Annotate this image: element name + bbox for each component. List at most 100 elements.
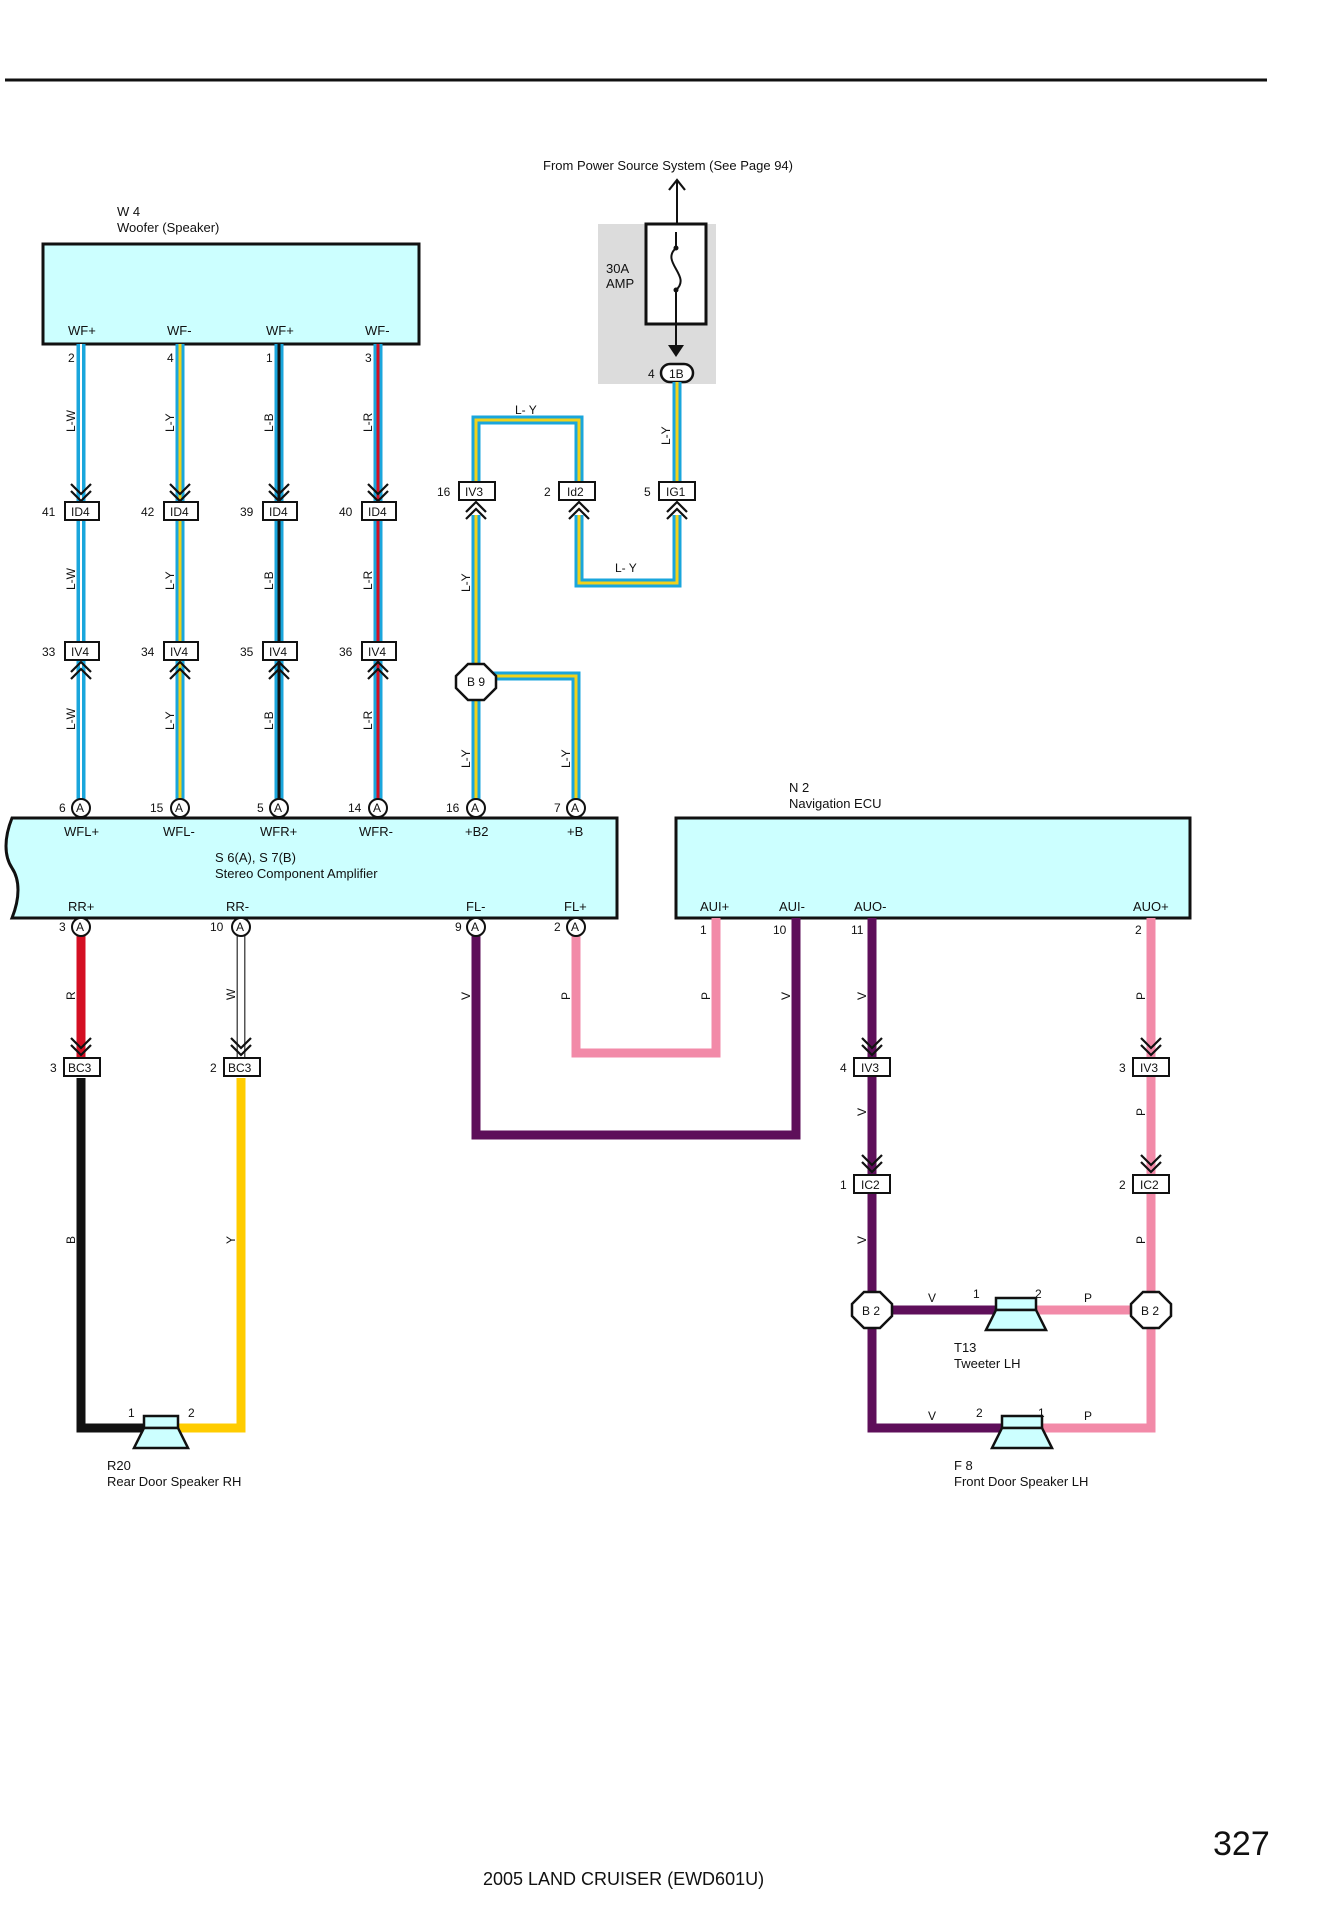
- svg-text:WFR-: WFR-: [359, 824, 393, 839]
- svg-text:BC3: BC3: [68, 1061, 92, 1075]
- woofer-term-1: WF+: [68, 323, 96, 338]
- svg-text:L-R: L-R: [361, 412, 375, 432]
- amplifier-name: Stereo Component Amplifier: [215, 866, 378, 881]
- power-wire-label-v2: L-Y: [459, 573, 473, 592]
- svg-text:Id2: Id2: [567, 485, 584, 499]
- splice-b2-right: [1129, 1290, 1173, 1330]
- svg-text:P: P: [699, 992, 713, 1000]
- svg-text:A: A: [571, 801, 579, 815]
- svg-text:L-W: L-W: [64, 567, 78, 590]
- svg-text:IV4: IV4: [71, 645, 89, 659]
- tweeter-id: T13: [954, 1340, 976, 1355]
- svg-text:9: 9: [455, 920, 462, 934]
- svg-text:P: P: [1134, 992, 1148, 1000]
- svg-text:1: 1: [840, 1178, 847, 1192]
- svg-text:V: V: [855, 1108, 869, 1116]
- power-wire-label-top: L- Y: [515, 403, 537, 417]
- svg-text:B: B: [64, 1236, 78, 1244]
- svg-text:V: V: [928, 1409, 936, 1423]
- fuse-unit: AMP: [606, 276, 634, 291]
- svg-text:5: 5: [257, 801, 264, 815]
- amplifier-id: S 6(A), S 7(B): [215, 850, 296, 865]
- svg-text:Y: Y: [224, 1236, 238, 1244]
- svg-text:B 2: B 2: [1141, 1304, 1159, 1318]
- svg-text:B 2: B 2: [862, 1304, 880, 1318]
- svg-text:P: P: [1134, 1236, 1148, 1244]
- woofer-id: W 4: [117, 204, 140, 219]
- svg-text:5: 5: [644, 485, 651, 499]
- amplifier-box: [4, 816, 619, 920]
- rear-speaker-pin-1: 1: [128, 1406, 135, 1420]
- front-speaker-icon: [989, 1414, 1055, 1450]
- svg-text:15: 15: [150, 801, 164, 815]
- svg-text:IV3: IV3: [861, 1061, 879, 1075]
- amplifier-top-pins: A A A A A A 6 15 5 14 16 7: [59, 798, 586, 818]
- svg-text:L-Y: L-Y: [163, 571, 177, 590]
- svg-text:W: W: [224, 988, 238, 1000]
- nav-id: N 2: [789, 780, 809, 795]
- svg-text:39: 39: [240, 505, 254, 519]
- svg-text:14: 14: [348, 801, 362, 815]
- svg-text:L-W: L-W: [64, 707, 78, 730]
- front-speaker-name: Front Door Speaker LH: [954, 1474, 1088, 1489]
- svg-text:10: 10: [773, 923, 787, 937]
- woofer-pin-2: 4: [167, 351, 174, 365]
- svg-text:A: A: [373, 801, 381, 815]
- woofer-term-2: WF-: [167, 323, 192, 338]
- svg-text:L-W: L-W: [64, 409, 78, 432]
- iv4-connectors: IV4 IV4 IV4 IV4 33 34 35 36: [42, 641, 397, 680]
- svg-text:IV4: IV4: [170, 645, 188, 659]
- wire-letters: R W V P P V V P V P V P B Y V P V P: [64, 988, 1148, 1423]
- rear-speaker-icon: [131, 1414, 191, 1450]
- svg-text:A: A: [236, 920, 244, 934]
- svg-text:ID4: ID4: [170, 505, 189, 519]
- nav-name: Navigation ECU: [789, 796, 882, 811]
- woofer-term-4: WF-: [365, 323, 390, 338]
- svg-text:6: 6: [59, 801, 66, 815]
- speaker-wires: [76, 918, 1156, 1433]
- power-wires: [471, 382, 682, 812]
- nav-ecu-box: [674, 816, 1192, 920]
- svg-text:40: 40: [339, 505, 353, 519]
- woofer-term-3: WF+: [266, 323, 294, 338]
- svg-text:ID4: ID4: [71, 505, 90, 519]
- power-arrow-icon: [668, 178, 686, 191]
- svg-text:FL+: FL+: [564, 899, 587, 914]
- power-wire-label-v1: L-Y: [659, 426, 673, 445]
- svg-text:WFL-: WFL-: [163, 824, 195, 839]
- woofer-name: Woofer (Speaker): [117, 220, 219, 235]
- svg-text:11: 11: [851, 923, 864, 937]
- svg-text:L-B: L-B: [262, 571, 276, 590]
- svg-text:+B2: +B2: [465, 824, 489, 839]
- svg-text:1: 1: [700, 923, 707, 937]
- svg-text:4: 4: [840, 1061, 847, 1075]
- id4-connectors: ID4 ID4 ID4 ID4 41 42 39 40: [42, 483, 397, 521]
- nav-terms: AUI+ AUI- AUO- AUO+: [700, 899, 1169, 914]
- svg-text:IC2: IC2: [1140, 1178, 1159, 1192]
- svg-text:A: A: [76, 920, 84, 934]
- rear-speaker-name: Rear Door Speaker RH: [107, 1474, 241, 1489]
- splice-b2-left: [850, 1290, 894, 1330]
- svg-text:V: V: [779, 992, 793, 1000]
- svg-text:7: 7: [554, 801, 561, 815]
- svg-text:P: P: [1134, 1108, 1148, 1116]
- power-wire-label-bottom: L- Y: [615, 561, 637, 575]
- woofer-pin-1: 2: [68, 351, 75, 365]
- svg-text:3: 3: [1119, 1061, 1126, 1075]
- front-speaker-id: F 8: [954, 1458, 973, 1473]
- svg-text:BC3: BC3: [228, 1061, 252, 1075]
- svg-text:A: A: [175, 801, 183, 815]
- svg-text:L-B: L-B: [262, 711, 276, 730]
- svg-text:L-Y: L-Y: [163, 711, 177, 730]
- power-wire-label-v3: L-Y: [459, 749, 473, 768]
- svg-text:IV3: IV3: [465, 485, 483, 499]
- iv3-right-connectors: IV3 IV3 4 3: [840, 1037, 1170, 1077]
- svg-text:A: A: [571, 920, 579, 934]
- svg-text:AUO-: AUO-: [854, 899, 887, 914]
- svg-text:2: 2: [544, 485, 551, 499]
- power-path-connectors: IV3 16 Id2 2 IG1 5: [437, 481, 696, 520]
- svg-text:A: A: [471, 801, 479, 815]
- svg-text:L-R: L-R: [361, 570, 375, 590]
- rear-speaker-id: R20: [107, 1458, 131, 1473]
